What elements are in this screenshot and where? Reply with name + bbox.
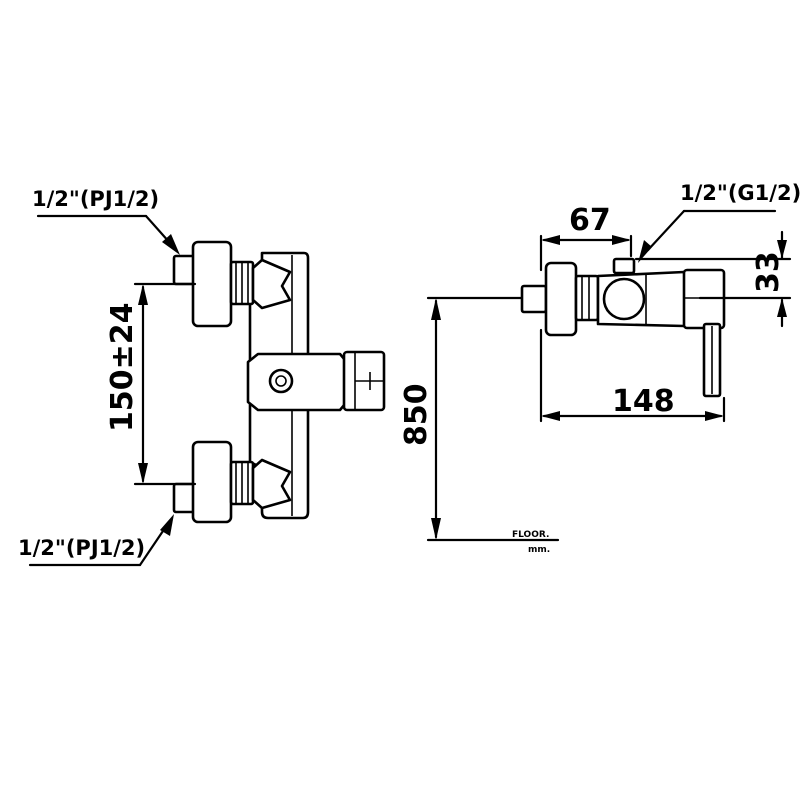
top-leader-arrow xyxy=(162,234,180,255)
bottom-inlet-flange xyxy=(191,440,233,524)
side-view: 1/2"(G1/2) 67 33 148 850 FLOOR. mm. xyxy=(399,181,800,555)
side-inlet-stub xyxy=(520,284,548,314)
bottom-leader-arrow xyxy=(160,514,174,536)
dim-arrow-down xyxy=(138,463,148,484)
floor-label: FLOOR. xyxy=(512,530,549,540)
outlet-connection-label: 1/2"(G1/2) xyxy=(680,181,800,205)
top-inlet-flange xyxy=(191,240,233,328)
top-inlet-elbow xyxy=(251,258,292,310)
side-union xyxy=(574,274,600,322)
bottom-connection-label: 1/2"(PJ1/2) xyxy=(18,536,145,560)
bottom-inlet-elbow xyxy=(251,458,292,510)
depth-to-outlet-dimension: 67 xyxy=(569,203,611,238)
total-depth-dimension: 148 xyxy=(612,384,675,419)
height-above-floor-dimension: 850 xyxy=(399,383,434,446)
dim-arrow-up xyxy=(138,284,148,305)
unit-label: mm. xyxy=(528,545,550,555)
front-view: 150±24 1/2"(PJ1/2) 1/2"(PJ1/2) xyxy=(18,187,386,567)
side-outlet-nipple xyxy=(612,257,636,275)
cartridge-block xyxy=(246,352,347,412)
top-connection-label: 1/2"(PJ1/2) xyxy=(32,187,159,211)
side-wall-flange xyxy=(544,261,578,337)
side-outlet-ring xyxy=(602,277,646,321)
inlet-spacing-dimension: 150±24 xyxy=(105,302,140,432)
center-outlet xyxy=(268,368,294,394)
outlet-height-dimension: 33 xyxy=(751,251,786,293)
outlet-leader-arrow xyxy=(638,240,652,263)
